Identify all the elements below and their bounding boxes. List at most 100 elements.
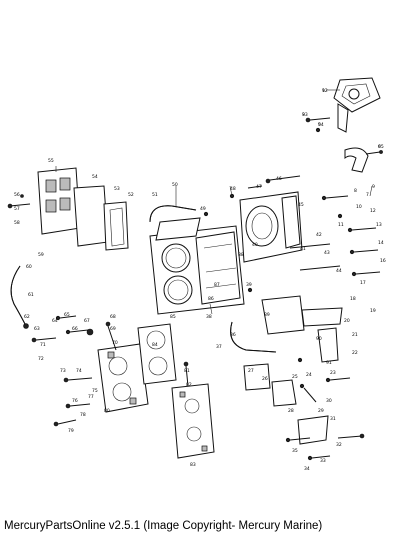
callout-number: 83: [190, 462, 196, 468]
callout-number: 46: [276, 176, 282, 182]
callout-number: 86: [208, 296, 214, 302]
callout-number: 17: [360, 280, 366, 286]
callout-number: 89: [264, 312, 270, 318]
callout-number: 45: [298, 202, 304, 208]
callout-number: 57: [14, 206, 20, 212]
crankcase-cover: [239, 175, 303, 263]
retainer-clip: [344, 147, 383, 173]
callout-number: 50: [172, 182, 178, 188]
callout-number: 32: [336, 442, 342, 448]
callout-number: 84: [152, 342, 158, 348]
callout-number: 87: [214, 282, 220, 288]
callout-number: 55: [48, 158, 54, 164]
callout-number: 94: [318, 122, 324, 128]
callout-number: 54: [92, 174, 98, 180]
callout-number: 37: [216, 344, 222, 350]
callout-number: 9: [372, 184, 375, 190]
callout-number: 8: [354, 188, 357, 194]
reed-plate-assembly: [7, 167, 129, 251]
exploded-parts-diagram: 1356789101112131416171819202122232425262…: [7, 77, 386, 472]
callout-number: 3: [302, 112, 305, 118]
throttle-linkage: [243, 243, 343, 407]
callout-number: 88: [238, 252, 244, 258]
callout-number: 82: [186, 382, 192, 388]
exhaust-cover: [171, 383, 215, 459]
callout-number: 23: [330, 370, 336, 376]
callout-number: 95: [378, 144, 384, 150]
callout-number: 91: [326, 360, 332, 366]
upper-hose: [149, 205, 197, 223]
callout-number: 40: [252, 242, 258, 248]
callout-number: 59: [38, 252, 44, 258]
cylinder-head-lower: [97, 323, 177, 413]
callout-number: 74: [76, 368, 82, 374]
callout-number: 75: [92, 388, 98, 394]
water-hose: [10, 265, 29, 329]
callout-number: 12: [370, 208, 376, 214]
callout-number: 22: [352, 350, 358, 356]
callout-number: 72: [38, 356, 44, 362]
callout-number: 69: [110, 326, 116, 332]
callout-number: 52: [128, 192, 134, 198]
callout-number: 80: [104, 408, 110, 414]
image-copyright-caption: MercuryPartsOnline v2.5.1 (Image Copyrig…: [4, 520, 323, 532]
callout-number: 33: [320, 458, 326, 464]
mounting-bracket: [297, 415, 365, 445]
callout-number: 70: [112, 340, 118, 346]
callout-number: 76: [72, 398, 78, 404]
callout-number: 79: [68, 428, 74, 434]
callout-number: 48: [230, 186, 236, 192]
callout-number: 61: [28, 292, 34, 298]
callout-number: 41: [300, 246, 306, 252]
callout-number: 10: [356, 204, 362, 210]
callout-number: 20: [344, 318, 350, 324]
callout-number: 30: [326, 398, 332, 404]
callout-number: 85: [170, 314, 176, 320]
callout-number: 92: [322, 88, 328, 94]
callout-number: 35: [292, 448, 298, 454]
callout-number: 63: [34, 326, 40, 332]
bypass-hose: [230, 321, 277, 353]
callout-number: 47: [256, 184, 262, 190]
callout-labels: 1356789101112131416171819202122232425262…: [14, 88, 386, 472]
cylinder-block: [149, 217, 245, 315]
callout-number: 67: [84, 318, 90, 324]
callout-number: 62: [24, 314, 30, 320]
callout-number: 39: [246, 282, 252, 288]
callout-number: 56: [14, 192, 20, 198]
callout-number: 7: [366, 192, 369, 198]
callout-leaders: [55, 89, 373, 315]
callout-number: 34: [304, 466, 310, 472]
callout-number: 60: [26, 264, 32, 270]
callout-number: 11: [338, 222, 344, 228]
callout-number: 26: [262, 376, 268, 382]
callout-number: 71: [40, 342, 46, 348]
callout-number: 42: [316, 232, 322, 238]
callout-number: 49: [200, 206, 206, 212]
callout-number: 1: [322, 88, 325, 94]
callout-number: 65: [64, 312, 70, 318]
callout-number: 77: [88, 394, 94, 400]
callout-number: 73: [60, 368, 66, 374]
callout-number: 24: [306, 372, 312, 378]
callout-number: 13: [376, 222, 382, 228]
callout-number: 29: [318, 408, 324, 414]
callout-number: 53: [114, 186, 120, 192]
callout-number: 19: [370, 308, 376, 314]
callout-number: 58: [14, 220, 20, 226]
callout-number: 6: [378, 144, 381, 150]
callout-number: 66: [72, 326, 78, 332]
callout-number: 43: [324, 250, 330, 256]
callout-number: 27: [248, 368, 254, 374]
callout-number: 21: [352, 332, 358, 338]
callout-number: 25: [292, 374, 298, 380]
callout-number: 31: [330, 416, 336, 422]
callout-number: 14: [378, 240, 384, 246]
mounting-plate: [305, 77, 381, 133]
callout-number: 64: [52, 318, 58, 324]
callout-number: 78: [80, 412, 86, 418]
callout-number: 93: [302, 112, 308, 118]
callout-number: 51: [152, 192, 158, 198]
callout-number: 81: [184, 368, 190, 374]
callout-number: 36: [230, 332, 236, 338]
